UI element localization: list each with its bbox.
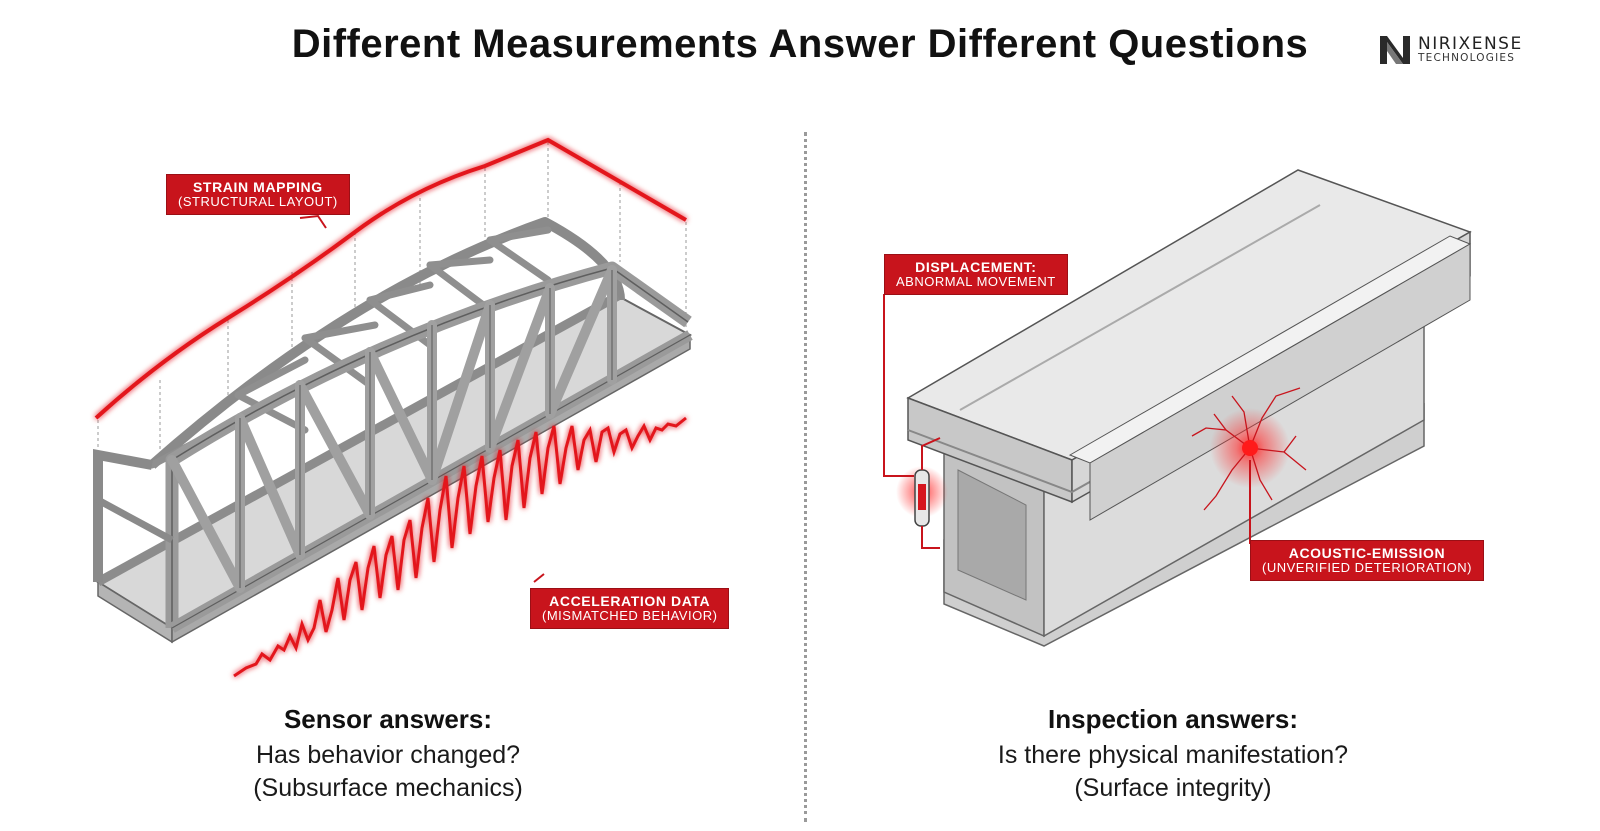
sensor-caption-note: (Subsurface mechanics) bbox=[253, 774, 523, 802]
inspection-caption: Inspection answers: Is there physical ma… bbox=[913, 704, 1433, 803]
tag-strain-title: STRAIN MAPPING bbox=[192, 179, 323, 195]
brand-subtitle: TECHNOLOGIES bbox=[1418, 52, 1516, 64]
sensor-caption-question: Has behavior changed? bbox=[255, 741, 521, 769]
page-title: Different Measurements Answer Different … bbox=[291, 22, 1309, 66]
tag-displacement-subtitle: ABNORMAL MOVEMENT bbox=[896, 274, 1056, 290]
tag-accel-title: ACCELERATION DATA bbox=[549, 593, 711, 609]
inspection-caption-question: Is there physical manifestation? bbox=[997, 741, 1349, 769]
tag-strain-mapping: STRAIN MAPPING (STRUCTURAL LAYOUT) bbox=[166, 174, 350, 216]
inspection-caption-heading: Inspection answers: bbox=[1048, 704, 1298, 734]
acceleration-waveform bbox=[233, 416, 687, 678]
tag-acoustic-subtitle: (UNVERIFIED DETERIORATION) bbox=[1262, 560, 1472, 576]
sensor-caption: Sensor answers: Has behavior changed? (S… bbox=[128, 704, 648, 803]
tag-acoustic-title: ACOUSTIC-EMISSION bbox=[1288, 545, 1446, 561]
tag-acceleration-data: ACCELERATION DATA (MISMATCHED BEHAVIOR) bbox=[530, 588, 730, 630]
displacement-sensor-icon bbox=[896, 437, 948, 549]
tag-acoustic-emission: ACOUSTIC-EMISSION (UNVERIFIED DETERIORAT… bbox=[1250, 540, 1484, 582]
nirixense-logo-icon bbox=[1380, 36, 1410, 64]
inspection-caption-note: (Surface integrity) bbox=[1074, 774, 1272, 802]
tag-accel-subtitle: (MISMATCHED BEHAVIOR) bbox=[542, 608, 718, 624]
crack-glow-icon bbox=[1191, 387, 1307, 511]
sensor-caption-heading: Sensor answers: bbox=[283, 704, 493, 734]
panel-divider bbox=[804, 132, 807, 822]
brand-logo: NIRIXENSE TECHNOLOGIES bbox=[1378, 34, 1548, 68]
strain-curve bbox=[94, 137, 688, 420]
brand-name: NIRIXENSE bbox=[1418, 34, 1523, 54]
tag-displacement: DISPLACEMENT: ABNORMAL MOVEMENT bbox=[884, 254, 1068, 296]
truss-bridge-illustration bbox=[93, 142, 693, 644]
tag-displacement-title: DISPLACEMENT: bbox=[915, 259, 1037, 275]
tag-strain-subtitle: (STRUCTURAL LAYOUT) bbox=[178, 194, 338, 210]
